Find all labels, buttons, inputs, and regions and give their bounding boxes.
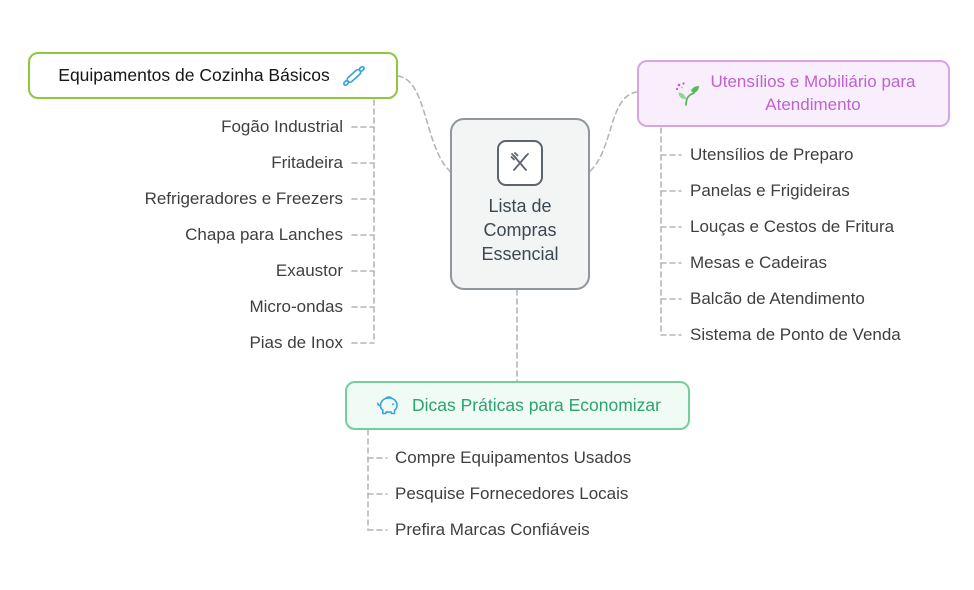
center-title-line-1: Lista de [488, 196, 552, 216]
list-item-prefira-marcas[interactable]: Prefira Marcas Confiáveis [395, 520, 590, 539]
list-item-utensilios-preparo[interactable]: Utensílios de Preparo [690, 145, 854, 164]
branch-utensilios-label: Utensílios e Mobiliário para Atendimento [710, 71, 915, 117]
list-item-fogao-industrial[interactable]: Fogão Industrial [221, 117, 343, 136]
right-branch-ticks [660, 154, 682, 336]
list-item-mesas-cadeiras[interactable]: Mesas e Cadeiras [690, 253, 828, 272]
rolling-pin-icon [340, 62, 368, 90]
piggy-bank-icon [374, 392, 402, 420]
list-item-pias-inox[interactable]: Pias de Inox [249, 333, 343, 352]
bottom-branch-ticks [367, 457, 388, 531]
seedling-icon [671, 79, 701, 109]
list-item-balcao-atendimento[interactable]: Balcão de Atendimento [690, 289, 865, 308]
branch-utensilios-label-line-1: Utensílios e Mobiliário para [710, 71, 916, 91]
center-title-line-3: Essencial [481, 243, 559, 264]
center-node-title: Lista de Compras Essencial [481, 195, 558, 266]
branch-equipamentos-cozinha[interactable]: Equipamentos de Cozinha Básicos [28, 52, 398, 99]
list-item-exaustor[interactable]: Exaustor [275, 261, 343, 280]
list-item-fritadeira[interactable]: Fritadeira [271, 153, 343, 172]
left-branch-ticks [351, 126, 375, 344]
list-item-panelas-frigideiras[interactable]: Panelas e Frigideiras [690, 181, 850, 200]
branch-equipamentos-label: Equipamentos de Cozinha Básicos [58, 65, 330, 85]
connector-center-to-left-branch [397, 75, 453, 174]
center-node[interactable]: Lista de Compras Essencial [450, 118, 590, 290]
list-item-chapa-lanches[interactable]: Chapa para Lanches [185, 225, 343, 244]
list-item-micro-ondas[interactable]: Micro-ondas [249, 297, 343, 316]
list-item-pesquise-fornecedores[interactable]: Pesquise Fornecedores Locais [395, 484, 629, 503]
list-item-compre-usados[interactable]: Compre Equipamentos Usados [395, 448, 632, 467]
list-item-refrigeradores[interactable]: Refrigeradores e Freezers [144, 189, 343, 208]
list-item-loucas-cestos[interactable]: Louças e Cestos de Fritura [690, 217, 895, 236]
branch-dicas-economizar[interactable]: Dicas Práticas para Economizar [345, 381, 690, 430]
list-item-ponto-de-venda[interactable]: Sistema de Ponto de Venda [690, 325, 901, 344]
notebook-utensils-icon [497, 140, 543, 186]
branch-dicas-label: Dicas Práticas para Economizar [412, 395, 661, 415]
connector-center-to-right-branch [587, 91, 638, 174]
branch-utensilios-label-line-2: Atendimento [765, 94, 861, 114]
branch-utensilios-mobiliario[interactable]: Utensílios e Mobiliário para Atendimento [637, 60, 950, 127]
center-title-line-2: Compras [483, 219, 557, 240]
